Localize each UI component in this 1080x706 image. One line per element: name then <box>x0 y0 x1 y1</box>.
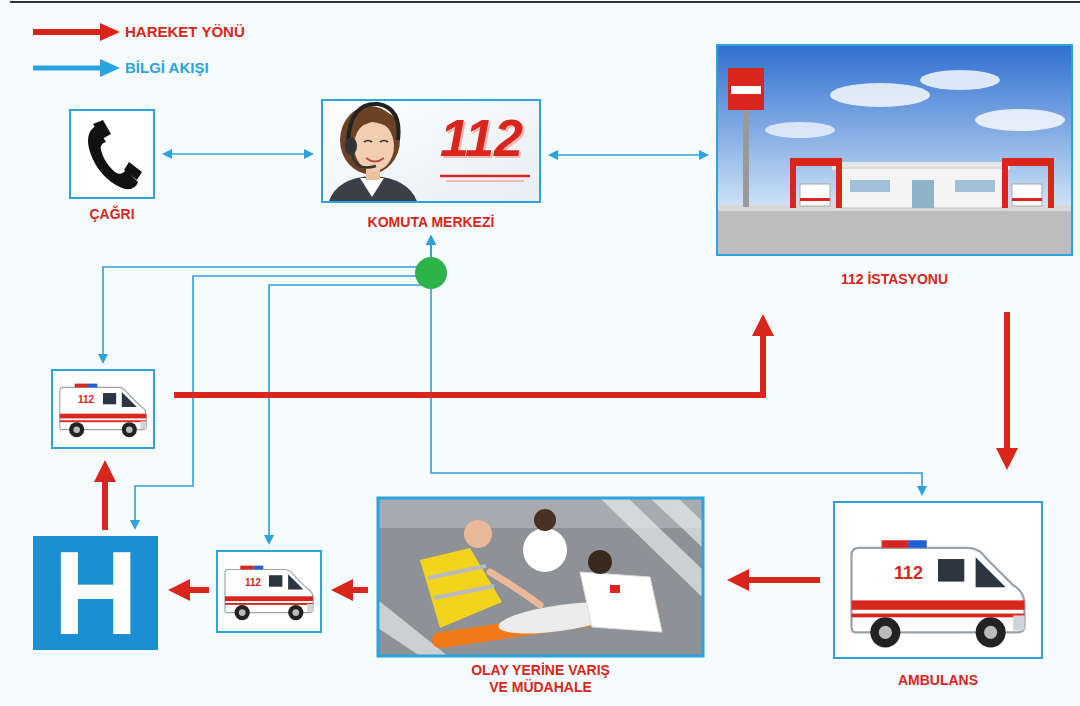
info-arrow <box>558 154 699 156</box>
legend-text: HAREKET YÖNÜ <box>125 23 245 41</box>
info-arrow <box>172 153 304 155</box>
side-number: 112 <box>245 577 261 588</box>
ambulance-box: 112 <box>52 370 154 448</box>
scene-box: OLAY YERİNE VARIŞ VE MÜDAHALE <box>378 498 703 696</box>
ambulance-picture <box>834 502 1042 658</box>
legend-text: BİLGİ AKIŞI <box>125 59 209 77</box>
side-number: 112 <box>78 394 94 405</box>
node-label: AMBULANS <box>898 672 978 689</box>
movement-arrow <box>174 336 763 395</box>
ambulance-picture <box>52 370 154 448</box>
ambulance-box: 112 <box>217 551 321 632</box>
node-label: 112 İSTASYONU <box>841 271 948 288</box>
station-picture <box>717 45 1072 255</box>
legend-arrows <box>33 23 120 77</box>
sign-letter: H <box>33 536 158 650</box>
movement-arrow <box>1004 312 1010 448</box>
hospital-sign <box>33 536 158 650</box>
phone-icon <box>70 110 154 198</box>
info-arrow <box>269 245 431 535</box>
ambulance-box: 112AMBULANS <box>834 502 1042 689</box>
station-box: 112 İSTASYONU <box>717 45 1072 288</box>
phone-box: ÇAĞRI <box>70 110 154 223</box>
info-arrow <box>103 245 431 354</box>
top-rule <box>10 2 1080 3</box>
operator-picture <box>322 100 540 204</box>
movement-arrow <box>353 587 368 593</box>
node-label: OLAY YERİNE VARIŞ VE MÜDAHALE <box>463 662 618 696</box>
movement-arrow <box>749 577 820 583</box>
info-arrow <box>135 245 431 520</box>
side-number: 112 <box>440 112 523 164</box>
junction-dot <box>415 257 447 289</box>
node-label: ÇAĞRI <box>89 206 134 223</box>
command-center-box: 112KOMUTA MERKEZİ <box>322 100 540 231</box>
side-number: 112 <box>894 564 923 583</box>
node-label: KOMUTA MERKEZİ <box>368 214 495 231</box>
hospital-box: H <box>33 536 158 650</box>
ambulance-picture <box>217 551 321 632</box>
scene-picture <box>378 498 703 656</box>
movement-arrow <box>102 482 108 530</box>
movement-arrow <box>190 587 209 593</box>
